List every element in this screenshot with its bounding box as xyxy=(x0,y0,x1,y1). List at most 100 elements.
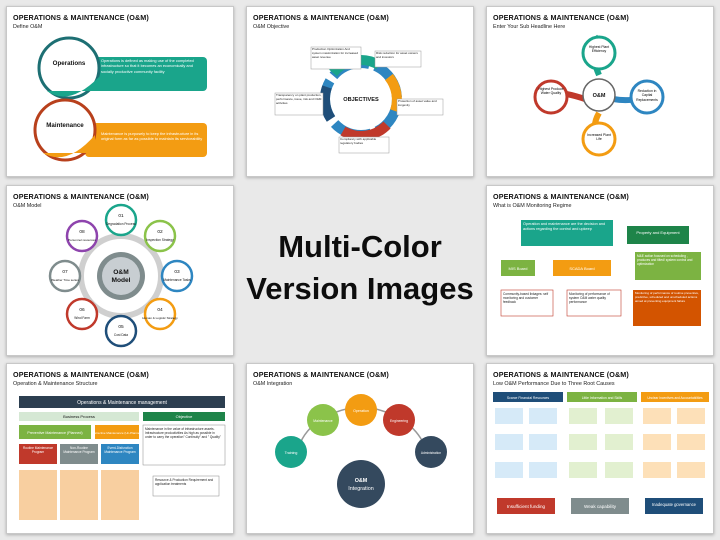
define-om-diagram: Operations Maintenance Operations is def… xyxy=(33,36,207,162)
cause-footer-3: Inadequate governance xyxy=(652,502,697,507)
benefit-right: Reduction in Capital Replacements xyxy=(636,89,658,102)
objective-box-5: Transparency on plant production, perfor… xyxy=(276,94,322,105)
cause-column-2: Little Information and Skills xyxy=(582,396,623,400)
node-02-number: 02 xyxy=(157,229,163,235)
monitoring-regime-diagram: Operation and maintenance are the decisi… xyxy=(500,220,701,326)
regime-performance-box: Monitoring of performance of routine pre… xyxy=(635,292,699,303)
node-06-number: 06 xyxy=(79,307,85,313)
benefit-bottom: Increased Plant Life xyxy=(587,133,611,142)
node-04-label: Human & Logistic Strategy xyxy=(142,316,178,320)
slide-subtitle: Operation & Maintenance Structure xyxy=(13,381,98,387)
objective-box-1: Production Optimization And system maxim… xyxy=(312,48,359,59)
node-02-label: Inspection Strategy xyxy=(146,238,174,242)
objective-box-3: Protection of asset value and longevity xyxy=(398,100,437,107)
node-01-label: Degradation Process xyxy=(106,222,136,226)
node-03-label: Maintenance Tasks xyxy=(163,278,191,282)
slide-subtitle: What is O&M Monitoring Regime xyxy=(493,203,572,209)
regime-mande-box: M&E action focused on scheduling , produ… xyxy=(637,254,693,267)
heading-line-1: Multi-Color xyxy=(278,229,442,264)
slide-subtitle: O&M Integration xyxy=(253,381,293,387)
node-06-label: Wind Farm xyxy=(74,316,90,320)
model-center-line-2: Model xyxy=(111,277,130,284)
regime-property-box: Property and Equipment xyxy=(636,230,680,235)
gallery-heading: Multi-Color Version Images xyxy=(240,226,480,310)
slide-title: OPERATIONS & MAINTENANCE (O&M) xyxy=(13,370,149,379)
structure-objective: Objective xyxy=(176,414,193,419)
slide-thumbnail-om-integration[interactable]: OPERATIONS & MAINTENANCE (O&M) O&M Integ… xyxy=(246,363,474,534)
slide-subtitle: O&M Model xyxy=(13,203,42,209)
slide-subtitle: Define O&M xyxy=(13,24,43,30)
integration-operation: Operation xyxy=(353,409,369,413)
slide-title: OPERATIONS & MAINTENANCE (O&M) xyxy=(253,13,389,22)
node-08-number: 08 xyxy=(79,229,85,235)
structure-event: Event-Disfunction Maintenance Program xyxy=(104,446,136,455)
regime-community-box: Community-based linkages: self monitorin… xyxy=(503,292,549,305)
maintenance-label: Maintenance xyxy=(46,122,84,129)
maintenance-description: Maintenance is purposely to keep the inf… xyxy=(101,131,203,142)
node-03-number: 03 xyxy=(174,269,180,275)
slide-thumbnail-root-causes[interactable]: OPERATIONS & MAINTENANCE (O&M) Low O&M P… xyxy=(486,363,714,534)
slide-thumbnail-define-om[interactable]: OPERATIONS & MAINTENANCE (O&M) Define O&… xyxy=(6,6,234,177)
structure-diagram: Operations & Maintenance management Busi… xyxy=(19,396,226,520)
objective-box-2: Risk reduction for asset owners and inve… xyxy=(376,52,418,59)
benefit-top: Highest Plant Efficiency xyxy=(588,45,610,54)
model-center-line-1: O&M xyxy=(113,269,129,276)
integration-administration: Administration xyxy=(421,451,441,455)
structure-nonroutine: Non-Routine Maintenance Program xyxy=(63,446,95,455)
node-07-label: Weather Time series xyxy=(51,278,79,282)
objective-box-4: Compliancy with applicable regulatory bo… xyxy=(340,138,377,145)
node-08-label: Personnel resources xyxy=(68,238,96,242)
slide-title: OPERATIONS & MAINTENANCE (O&M) xyxy=(493,13,629,22)
integration-center-2: Integration xyxy=(348,486,373,492)
node-07-number: 07 xyxy=(62,269,68,275)
structure-routine: Routine Maintenance Program xyxy=(22,446,54,455)
cause-footer-2: Weak capability xyxy=(584,504,617,509)
slide-thumbnail-om-objective[interactable]: OPERATIONS & MAINTENANCE (O&M) O&M Objec… xyxy=(246,6,474,177)
slide-subtitle: O&M Objective xyxy=(253,24,290,30)
cause-footer-1: Insufficient funding xyxy=(507,504,546,509)
slide-title: OPERATIONS & MAINTENANCE (O&M) xyxy=(493,192,629,201)
structure-objective-text: Maintenance in the value of infrastructu… xyxy=(145,427,221,440)
structure-header: Operations & Maintenance management xyxy=(77,400,167,406)
slide-title: OPERATIONS & MAINTENANCE (O&M) xyxy=(13,13,149,22)
structure-corrective: Corrective Maintenance (Un-Planned) xyxy=(92,431,142,435)
slide-title: OPERATIONS & MAINTENANCE (O&M) xyxy=(253,370,389,379)
om-model-diagram: O&M Model 01 Degradation Process 02 Insp… xyxy=(48,203,194,348)
slide-thumbnail-om-structure[interactable]: OPERATIONS & MAINTENANCE (O&M) Operation… xyxy=(6,363,234,534)
integration-training: Training xyxy=(285,451,298,455)
node-05-number: 05 xyxy=(118,324,124,330)
benefits-diagram: O&M Highest Plant Efficiency Reduction i… xyxy=(533,34,665,157)
operations-description: Operations is defined as making use of t… xyxy=(101,58,194,74)
benefit-left: Highest Produce Water Quality xyxy=(538,87,564,96)
structure-business-process: Business Process xyxy=(63,414,95,419)
root-causes-diagram: Scarce Financial Resources Little Inform… xyxy=(493,392,709,514)
node-01-number: 01 xyxy=(118,213,124,219)
slide-thumbnail-monitoring-regime[interactable]: OPERATIONS & MAINTENANCE (O&M) What is O… xyxy=(486,185,714,356)
slide-thumbnail-om-benefits[interactable]: OPERATIONS & MAINTENANCE (O&M) Enter You… xyxy=(486,6,714,177)
cause-column-3: Unclear Incentives and Accountabilities xyxy=(647,396,703,400)
regime-monitoring-box: Monitoring of performance of system O&M … xyxy=(569,292,610,305)
slide-thumbnail-om-model[interactable]: OPERATIONS & MAINTENANCE (O&M) O&M Model… xyxy=(6,185,234,356)
slide-subtitle: Low O&M Performance Due to Three Root Ca… xyxy=(493,381,615,387)
integration-center-1: O&M xyxy=(355,478,368,484)
slide-title: OPERATIONS & MAINTENANCE (O&M) xyxy=(13,192,149,201)
center-om-label: O&M xyxy=(593,93,606,99)
heading-line-2: Version Images xyxy=(246,271,474,306)
integration-diagram: O&M Integration Training Maintenance Ope… xyxy=(275,394,447,508)
integration-engineering: Engineering xyxy=(390,419,408,423)
structure-resource: Resource & Production Requirement and ap… xyxy=(155,478,214,487)
regime-mis-box: MIS Board xyxy=(509,266,528,271)
node-05-label: Cost Data xyxy=(114,333,128,337)
operations-label: Operations xyxy=(53,60,86,67)
node-04-number: 04 xyxy=(157,307,163,313)
objectives-label: OBJECTIVES xyxy=(343,97,379,103)
slide-title: OPERATIONS & MAINTENANCE (O&M) xyxy=(493,370,629,379)
cause-column-1: Scarce Financial Resources xyxy=(507,396,550,400)
objective-cycle-diagram: OBJECTIVES Production Optimization And s… xyxy=(274,46,444,154)
integration-maintenance: Maintenance xyxy=(313,419,333,423)
regime-top-box: Operation and maintenance are the decisi… xyxy=(523,222,606,231)
structure-preventive: Preventive Maintenance (Planned) xyxy=(27,431,82,435)
regime-scada-box: SCADA Board xyxy=(569,266,594,271)
slide-subtitle: Enter Your Sub Headline Here xyxy=(493,24,566,30)
